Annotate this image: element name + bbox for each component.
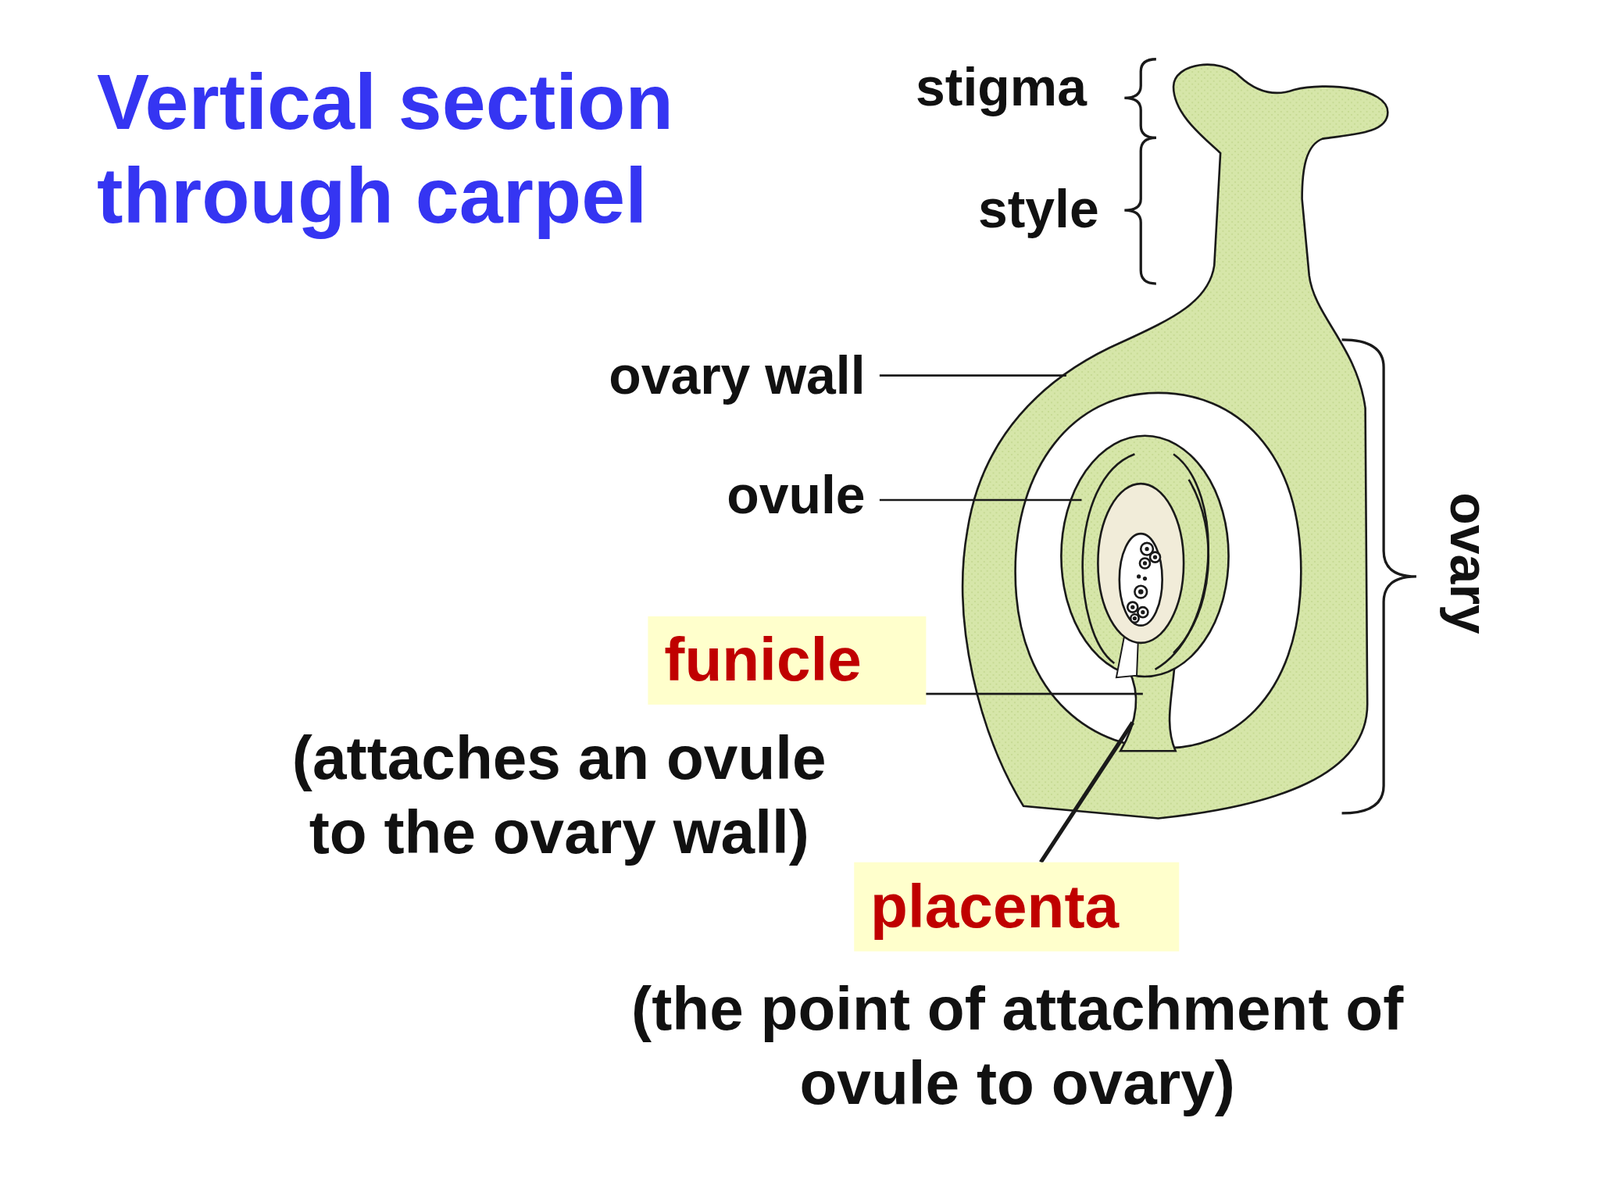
nucellus <box>1097 483 1184 643</box>
definition-text: (attaches an ovule to the ovary wall) <box>273 720 845 870</box>
highlight-box: funicle(attaches an ovule to the ovary w… <box>647 616 925 704</box>
term-label: placenta <box>853 871 1119 943</box>
embryo-sac-nuclei <box>1127 542 1161 623</box>
brace <box>1124 59 1417 814</box>
part-label: stigma <box>877 56 1087 118</box>
definition-text: (the point of attachment of ovule to ova… <box>599 971 1436 1121</box>
nucleus-dots <box>1130 546 1158 621</box>
leader-line <box>1040 722 1133 863</box>
part-label: ovary <box>1439 460 1500 665</box>
part-label: ovary wall <box>550 344 865 406</box>
outer-integument <box>1060 435 1229 677</box>
term-label: funicle <box>647 624 861 696</box>
diagram-title: Vertical section through carpel <box>96 53 811 242</box>
part-label: ovule <box>653 464 866 525</box>
part-label: style <box>887 178 1099 240</box>
carpel-outline <box>962 64 1388 819</box>
highlight-box: placenta(the point of attachment of ovul… <box>853 862 1179 952</box>
embryo-sac <box>1119 533 1163 626</box>
